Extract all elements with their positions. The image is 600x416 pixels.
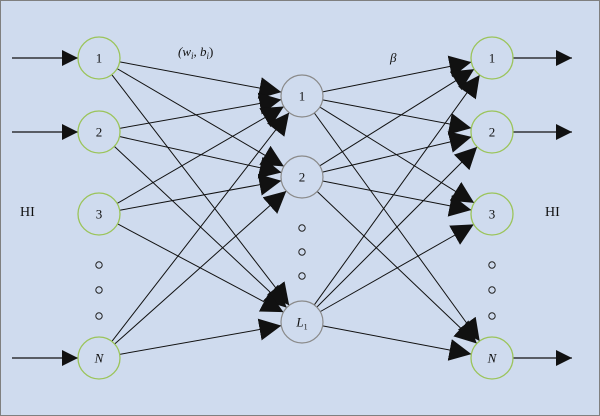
edge-input-2-hidden-1 xyxy=(119,92,282,129)
edge-hidden-2-output-2 xyxy=(322,131,472,173)
edge-hidden-2-output-1 xyxy=(319,68,475,167)
output-node-1: 1 xyxy=(470,36,514,80)
output-ellipsis-dot xyxy=(488,312,496,320)
nodes-layer: 1 2 3N 1 2L1 1 2 3N xyxy=(77,36,514,380)
hidden-ellipsis-dot xyxy=(298,248,306,256)
hidden-node-1-label: 1 xyxy=(299,89,306,104)
hidden-node-1-circle xyxy=(280,74,324,118)
input-ellipsis-dot xyxy=(95,312,103,320)
edge-input-1-hidden-2 xyxy=(116,68,285,167)
input-node-3-circle xyxy=(77,192,121,236)
hidden-node-3: L1 xyxy=(280,300,324,344)
output-node-2-circle xyxy=(470,110,514,154)
edge-hidden-3-output-3 xyxy=(320,223,474,313)
output-node-2-label: 2 xyxy=(489,125,496,140)
input-node-3: 3 xyxy=(77,192,121,236)
output-node-1-circle xyxy=(470,36,514,80)
output-ellipsis-dot xyxy=(488,261,496,269)
input-node-3-label: 3 xyxy=(96,207,103,222)
edge-input-4-hidden-2 xyxy=(114,190,287,345)
output-node-3-circle xyxy=(470,192,514,236)
input-weights-label: (wi, bi) xyxy=(178,44,213,61)
output-node-2: 2 xyxy=(470,110,514,154)
edge-hidden-3-output-4 xyxy=(322,325,472,361)
input-node-2-circle xyxy=(77,110,121,154)
output-node-4: N xyxy=(470,336,514,380)
input-node-2: 2 xyxy=(77,110,121,154)
hidden-ellipsis-dot xyxy=(298,272,306,280)
hidden-node-3-circle xyxy=(280,300,324,344)
input-node-2-label: 2 xyxy=(96,125,103,140)
edge-input-1-hidden-1 xyxy=(119,61,282,99)
hidden-node-2-circle xyxy=(280,155,324,199)
input-node-4-label: N xyxy=(94,351,105,366)
output-node-1-label: 1 xyxy=(489,51,496,66)
input-node-4: N xyxy=(77,336,121,380)
edge-input-4-hidden-3 xyxy=(119,318,282,355)
output-ellipsis-dot xyxy=(488,286,496,294)
output-side-label: HI xyxy=(545,205,560,220)
input-ellipsis-dot xyxy=(95,286,103,294)
io-arrows-layer xyxy=(12,50,572,366)
edge-input-3-hidden-2 xyxy=(119,173,282,211)
edge-input-4-hidden-1 xyxy=(111,112,290,342)
output-node-3-label: 3 xyxy=(489,207,496,222)
hidden-node-2: 2 xyxy=(280,155,324,199)
ellipsis-dots-layer xyxy=(95,224,496,320)
hidden-node-2-label: 2 xyxy=(299,170,306,185)
edge-hidden-1-output-2 xyxy=(322,99,472,135)
input-node-1-circle xyxy=(77,36,121,80)
hidden-ellipsis-dot xyxy=(298,224,306,232)
hidden-node-1: 1 xyxy=(280,74,324,118)
input-side-label: HI xyxy=(20,205,35,220)
output-weights-label: β xyxy=(389,50,397,65)
input-node-4-circle xyxy=(77,336,121,380)
connections-layer xyxy=(111,55,481,361)
edge-input-3-hidden-1 xyxy=(116,106,285,204)
edge-input-1-hidden-3 xyxy=(111,74,290,306)
edge-hidden-3-output-2 xyxy=(316,146,478,308)
output-node-3: 3 xyxy=(470,192,514,236)
edge-hidden-1-output-1 xyxy=(322,55,472,93)
output-node-4-circle xyxy=(470,336,514,380)
edge-hidden-3-output-1 xyxy=(313,74,481,306)
input-node-1: 1 xyxy=(77,36,121,80)
edge-hidden-2-output-3 xyxy=(322,180,472,217)
output-node-4-label: N xyxy=(487,351,498,366)
input-node-1-label: 1 xyxy=(96,51,103,66)
input-ellipsis-dot xyxy=(95,261,103,269)
